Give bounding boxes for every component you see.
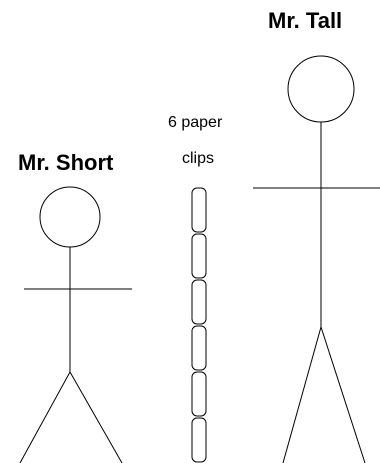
mr-tall-head [287,55,355,123]
mr-short-left-leg [19,371,71,463]
paper-clip [191,325,207,371]
mr-short-figure [19,186,132,463]
paper-clip [191,187,207,233]
paper-clips-label-line2: clips [182,150,215,167]
mr-short-right-leg [69,371,123,463]
paper-clip [191,417,207,463]
paper-clip [191,279,207,325]
paper-clip [191,233,207,279]
paper-clip [191,371,207,417]
mr-tall-right-leg [320,326,366,463]
mr-tall-label: Mr. Tall [268,8,343,33]
mr-short-label: Mr. Short [18,150,114,175]
paper-clip-chain [191,187,207,463]
mr-short-head [39,186,101,248]
paper-clips-label-line1: 6 paper [168,114,223,131]
mr-tall-figure [253,55,380,463]
mr-tall-left-leg [282,326,322,463]
